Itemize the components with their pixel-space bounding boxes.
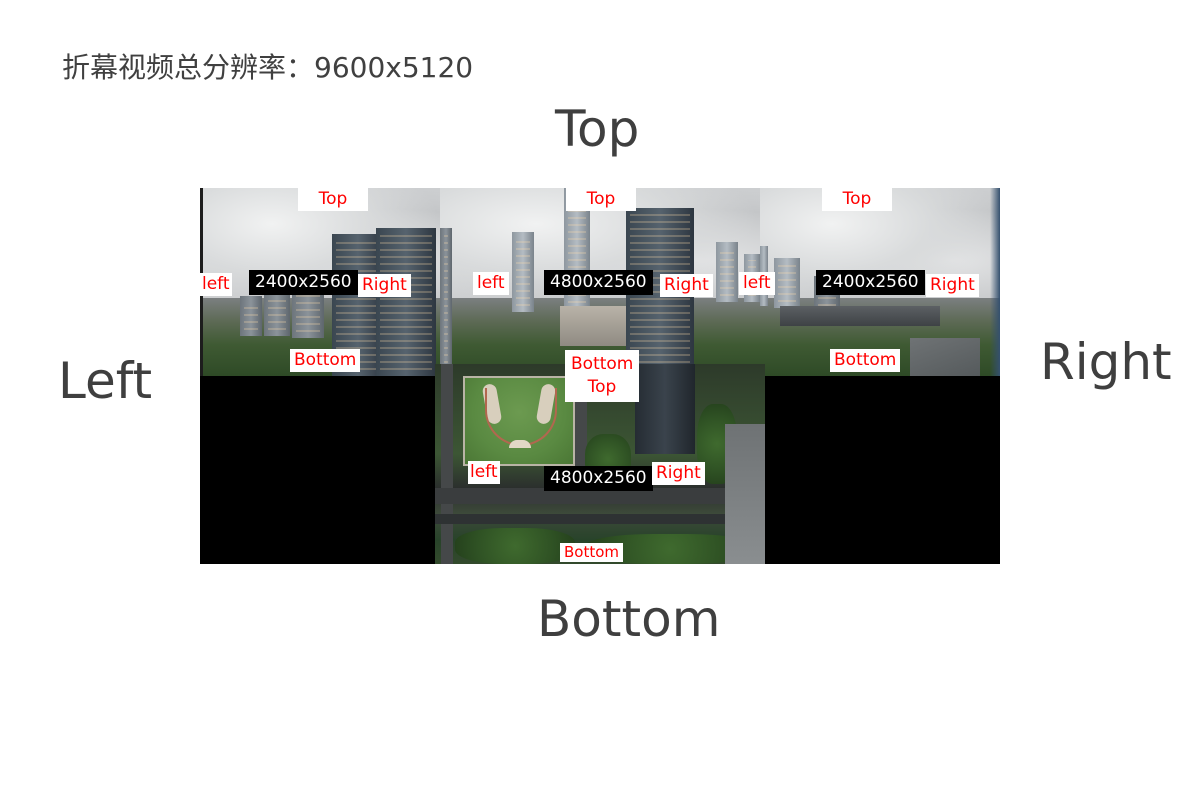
panel-top-right-top-label: Top <box>822 188 892 211</box>
panel-top-left-right-label: Right <box>358 274 411 297</box>
edge-label-left: Left <box>58 352 153 410</box>
empty-region-left <box>200 376 435 564</box>
road-image <box>910 338 980 376</box>
panel-bottom-center-bottom-label: Bottom <box>560 543 624 562</box>
panel-top-center-top-label: Top <box>566 188 636 211</box>
building-shape <box>780 306 940 326</box>
panel-top-center-left-label: left <box>473 272 509 295</box>
building-shape <box>376 228 436 376</box>
building-shape <box>240 296 262 336</box>
building-shape <box>264 292 290 336</box>
edge-label-bottom: Bottom <box>537 590 721 648</box>
edge-label-top: Top <box>555 100 640 158</box>
road-image <box>441 364 453 564</box>
empty-region-right <box>765 376 1000 564</box>
panel-top-right-bottom-label: Bottom <box>830 349 901 372</box>
panel-top-left-top-label: Top <box>298 188 368 211</box>
panel-top-right-resolution: 2400x2560 <box>816 270 925 295</box>
panel-edge <box>990 188 1000 376</box>
lawn-image <box>463 376 575 466</box>
panel-bottom-center-top-label: Top <box>587 376 617 397</box>
panel-top-center-bottom-label: Bottom <box>571 354 634 374</box>
panel-bottom-center-left-label: left <box>468 461 500 484</box>
panel-top-right-right-label: Right <box>926 274 979 297</box>
panel-top-left-bottom-label: Bottom <box>290 349 361 372</box>
road-image <box>725 424 765 564</box>
building-shape <box>635 364 695 454</box>
edge-label-right: Right <box>1040 333 1172 391</box>
panel-bottom-center-resolution: 4800x2560 <box>544 466 653 491</box>
panel-top-center-resolution: 4800x2560 <box>544 270 653 295</box>
trees-image <box>455 528 575 564</box>
fold-label-bottom-top: Bottom Top <box>565 350 639 402</box>
panel-top-center-right-label: Right <box>660 274 713 297</box>
building-shape <box>440 228 452 376</box>
panel-top-right-left-label: left <box>739 272 775 295</box>
building-shape <box>512 232 534 312</box>
page-title: 折幕视频总分辨率：9600x5120 <box>62 51 474 84</box>
road-image <box>435 488 765 504</box>
building-shape <box>560 306 630 346</box>
building-shape <box>716 242 738 302</box>
panel-top-left-left-label: left <box>200 273 232 296</box>
panel-top-left-resolution: 2400x2560 <box>249 270 358 295</box>
road-image <box>435 514 765 524</box>
folding-screen-layout: Top left 2400x2560 Right Bottom Top left… <box>200 188 1000 564</box>
building-shape <box>292 288 324 338</box>
building-shape <box>774 258 800 308</box>
panel-bottom-center-right-label: Right <box>652 462 705 485</box>
